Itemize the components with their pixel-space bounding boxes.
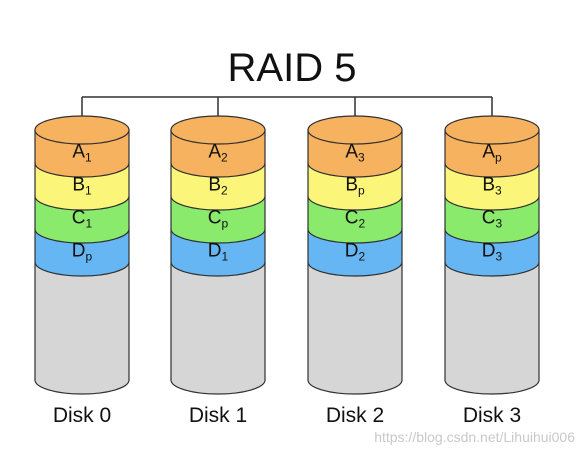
block-label: D1 (208, 241, 229, 264)
disk-free-space (170, 261, 266, 395)
controller-connectors (81, 96, 493, 116)
disk-top-cap (170, 115, 266, 145)
block-label-sub: 3 (496, 250, 503, 264)
block-label-main: A (345, 142, 358, 163)
block-label: D3 (482, 241, 503, 264)
block-label: Bp (345, 175, 365, 198)
block-label-sub: p (495, 151, 502, 165)
block-label: B2 (208, 175, 228, 198)
block-label-main: A (482, 142, 495, 163)
disk-free-space (34, 261, 130, 395)
block-label-sub: p (86, 250, 93, 264)
block-label-main: B (72, 175, 85, 196)
disk-free-space (444, 261, 540, 395)
disk-label: Disk 1 (189, 404, 247, 427)
block-label-main: D (345, 241, 359, 262)
disk-top-cap (444, 115, 540, 145)
block-label-sub: 3 (496, 217, 503, 231)
block-label-sub: 1 (86, 217, 93, 231)
block-label-main: B (345, 175, 358, 196)
block-label-main: D (208, 241, 222, 262)
disk-free-space (307, 261, 403, 395)
block-label: D2 (345, 241, 366, 264)
block-label-sub: 2 (221, 151, 228, 165)
disk-label: Disk 0 (53, 404, 111, 427)
block-label-main: B (208, 175, 221, 196)
block-label: B3 (482, 175, 502, 198)
block-label-main: D (72, 241, 86, 262)
block-label-sub: 1 (85, 184, 92, 198)
block-label: Dp (72, 241, 93, 264)
block-label: A3 (345, 142, 365, 165)
block-label-sub: 2 (359, 250, 366, 264)
diagram-title: RAID 5 (228, 46, 357, 90)
block-label: B1 (72, 175, 92, 198)
block-label-main: D (482, 241, 496, 262)
block-label-sub: 3 (358, 151, 365, 165)
block-label: C1 (72, 208, 93, 231)
block-label-main: C (72, 208, 86, 229)
block-label-sub: 2 (359, 217, 366, 231)
block-label: Ap (482, 142, 502, 165)
disk-label: Disk 3 (463, 404, 521, 427)
block-label-sub: p (358, 184, 365, 198)
block-label-main: A (208, 142, 221, 163)
block-label: Cp (208, 208, 229, 231)
disk-top-cap (307, 115, 403, 145)
block-label-main: C (345, 208, 359, 229)
block-label-sub: 1 (222, 250, 229, 264)
disk-label: Disk 2 (326, 404, 384, 427)
watermark: https://blog.csdn.net/Lihuihui006 (374, 429, 575, 445)
block-label-main: C (208, 208, 222, 229)
block-label: C3 (482, 208, 503, 231)
block-label-sub: 1 (85, 151, 92, 165)
block-label-sub: p (222, 217, 229, 231)
block-label-main: A (72, 142, 85, 163)
block-label: A2 (208, 142, 228, 165)
block-label: A1 (72, 142, 92, 165)
block-label: C2 (345, 208, 366, 231)
block-label-main: C (482, 208, 496, 229)
block-label-sub: 2 (221, 184, 228, 198)
disk-top-cap (34, 115, 130, 145)
block-label-main: B (482, 175, 495, 196)
block-label-sub: 3 (495, 184, 502, 198)
